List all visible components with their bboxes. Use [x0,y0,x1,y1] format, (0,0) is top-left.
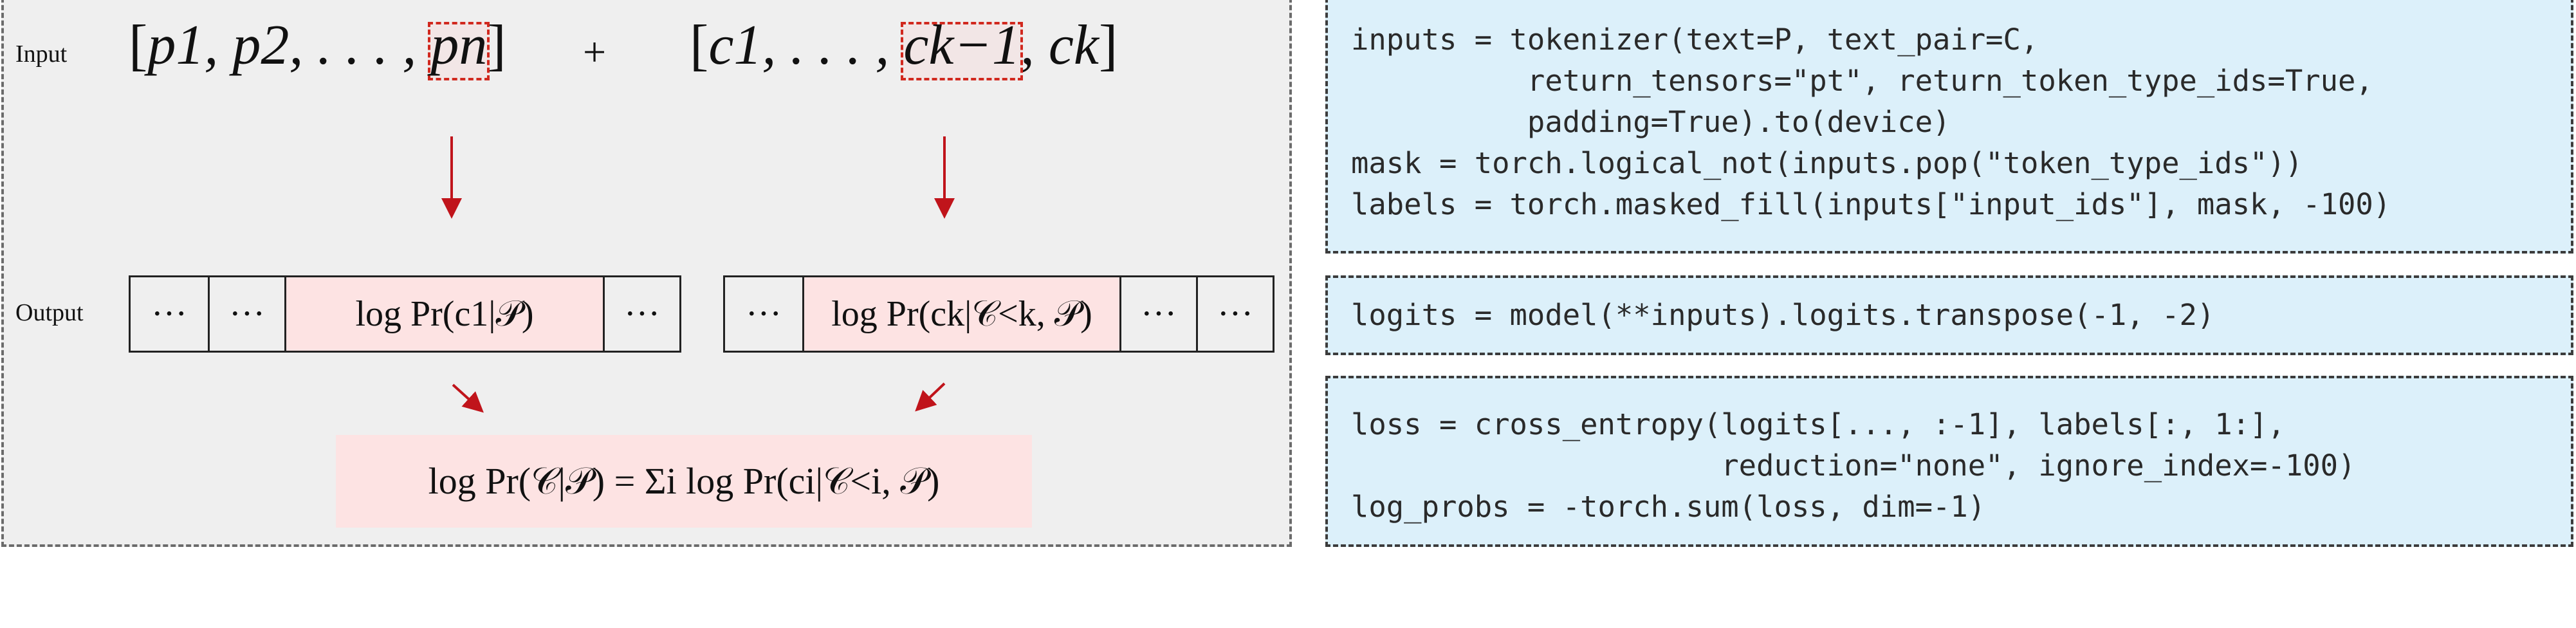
arrow-left-to-sum [452,383,484,413]
output-right-logprob-cell: log Pr(ck|𝒞<k, 𝒫) [802,275,1121,353]
continuation-close-bracket: ] [1099,14,1118,77]
prompt-last-token-highlight: pn [428,13,490,80]
continuation-tail: , ck [1020,14,1099,77]
code-line: log_probs = -torch.sum(loss, dim=-1) [1351,490,1986,524]
output-right-cell: ··· [1196,275,1274,353]
continuation-sequence: [c1, . . . , ck−1, ck] [690,13,1118,80]
prompt-last-token: pn [430,14,488,77]
prompt-items: p1, p2, . . . , [147,14,431,77]
continuation-open-bracket: [ [690,14,709,77]
output-left-logprob-cell: log Pr(c1|𝒫) [284,275,605,353]
continuation-items: c1, . . . , [708,14,904,77]
code-line: labels = torch.masked_fill(inputs["input… [1351,187,2391,221]
output-left-cell: ··· [603,275,681,353]
input-row-label: Input [15,41,68,68]
prompt-close-bracket: ] [487,14,506,77]
arrow-right-to-sum [915,382,946,412]
output-right-cell: ··· [723,275,804,353]
prompt-sequence: [p1, p2, . . . , pn] [129,13,506,80]
output-left-cell: ··· [208,275,286,353]
code-line: padding=True).to(device) [1351,105,1951,139]
sum-logprob-box: log Pr(𝒞|𝒫) = Σi log Pr(ci|𝒞<i, 𝒫) [336,435,1032,528]
code-line: inputs = tokenizer(text=P, text_pair=C, [1351,23,2039,57]
code-line: reduction="none", ignore_index=-100) [1351,448,2356,483]
code-block-loss: loss = cross_entropy(logits[..., :-1], l… [1325,376,2573,547]
code-line: return_tensors="pt", return_token_type_i… [1351,64,2373,98]
code-line: mask = torch.logical_not(inputs.pop("tok… [1351,146,2303,180]
plus-sign: + [583,29,607,75]
code-line: logits = model(**inputs).logits.transpos… [1351,298,2215,332]
code-block-logits: logits = model(**inputs).logits.transpos… [1325,275,2573,355]
continuation-highlighted-token: ck−1 [903,14,1020,77]
continuation-highlight: ck−1 [901,13,1023,80]
prompt-open-bracket: [ [129,14,148,77]
output-row-label: Output [15,299,84,326]
code-line: loss = cross_entropy(logits[..., :-1], l… [1351,407,2285,441]
code-block-tokenize: inputs = tokenizer(text=P, text_pair=C, … [1325,0,2573,254]
